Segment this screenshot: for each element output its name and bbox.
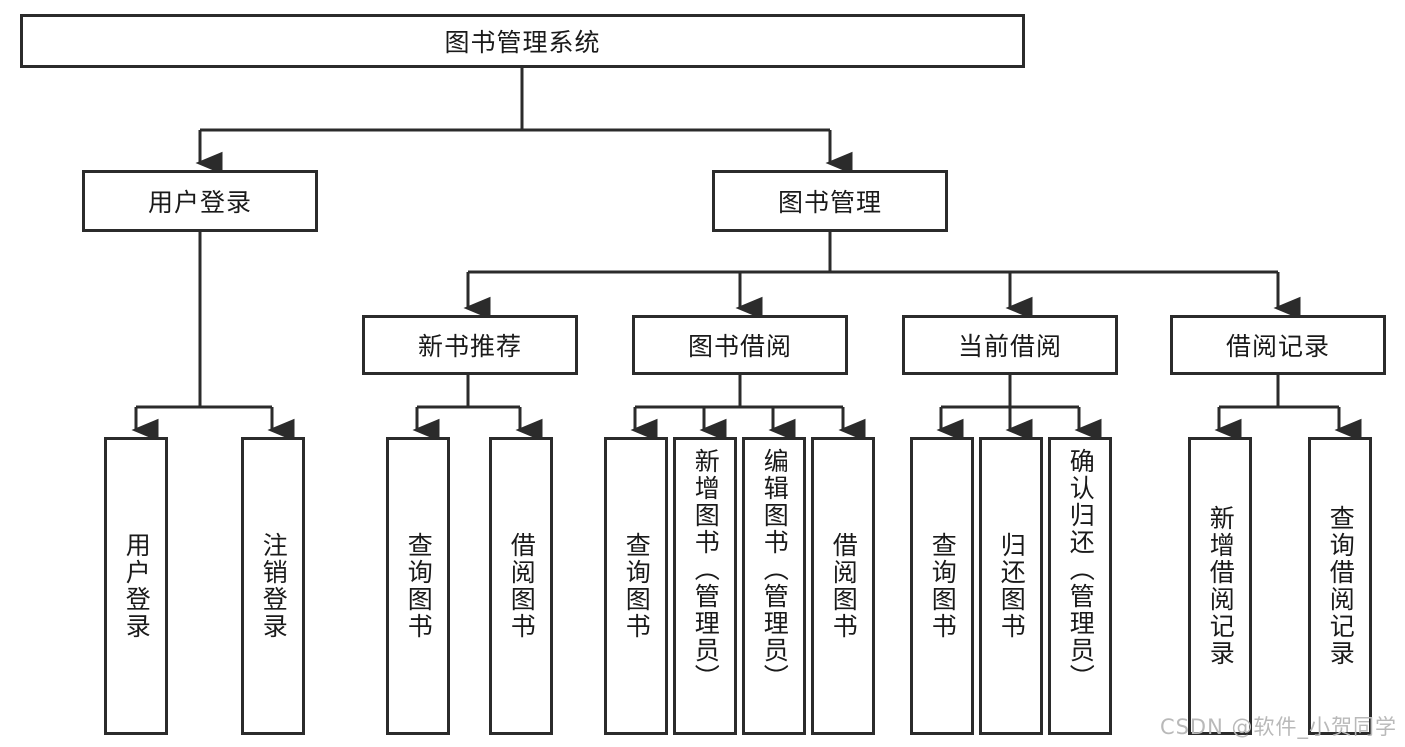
node-label: 查询图书 [928,532,958,640]
node-label: 图书管理 [777,188,882,217]
leaf-user-login[interactable]: 用户登录 [104,437,168,735]
leaf-return-book[interactable]: 归还图书 [979,437,1043,735]
node-label: 图书管理系统 [444,28,601,57]
node-label: 新增图书（管理员） [691,448,721,691]
leaf-borrow-book-1[interactable]: 借阅图书 [489,437,553,735]
leaf-add-record[interactable]: 新增借阅记录 [1188,437,1252,735]
node-user-login[interactable]: 用户登录 [82,170,318,232]
node-label: 新书推荐 [417,332,522,361]
node-borrow-record[interactable]: 借阅记录 [1170,315,1386,375]
node-label: 借阅图书 [829,532,859,640]
leaf-borrow-book-2[interactable]: 借阅图书 [811,437,875,735]
node-new-book-recommend[interactable]: 新书推荐 [362,315,578,375]
node-label: 查询借阅记录 [1326,505,1356,667]
leaf-query-book-3[interactable]: 查询图书 [910,437,974,735]
node-book-management[interactable]: 图书管理 [712,170,948,232]
leaf-query-book-2[interactable]: 查询图书 [604,437,668,735]
node-label: 归还图书 [997,532,1027,640]
leaf-user-logout[interactable]: 注销登录 [241,437,305,735]
leaf-edit-book[interactable]: 编辑图书（管理员） [742,437,806,735]
leaf-add-book[interactable]: 新增图书（管理员） [673,437,737,735]
node-root-book-management-system[interactable]: 图书管理系统 [20,14,1025,68]
node-label: 确认归还（管理员） [1066,448,1096,691]
node-label: 查询图书 [404,532,434,640]
node-label: 借阅记录 [1225,332,1330,361]
node-label: 用户登录 [122,532,152,640]
node-label: 新增借阅记录 [1206,505,1236,667]
leaf-query-record[interactable]: 查询借阅记录 [1308,437,1372,735]
node-label: 注销登录 [259,532,289,640]
watermark: CSDN @软件_小贺同学 [1159,715,1397,739]
node-label: 图书借阅 [687,332,792,361]
leaf-query-book-1[interactable]: 查询图书 [386,437,450,735]
node-label: 借阅图书 [507,532,537,640]
node-label: 查询图书 [622,532,652,640]
node-label: 当前借阅 [957,332,1062,361]
node-label: 编辑图书（管理员） [760,448,790,691]
node-label: 用户登录 [147,188,252,217]
node-current-borrow[interactable]: 当前借阅 [902,315,1118,375]
node-book-borrow[interactable]: 图书借阅 [632,315,848,375]
leaf-confirm-return[interactable]: 确认归还（管理员） [1048,437,1112,735]
